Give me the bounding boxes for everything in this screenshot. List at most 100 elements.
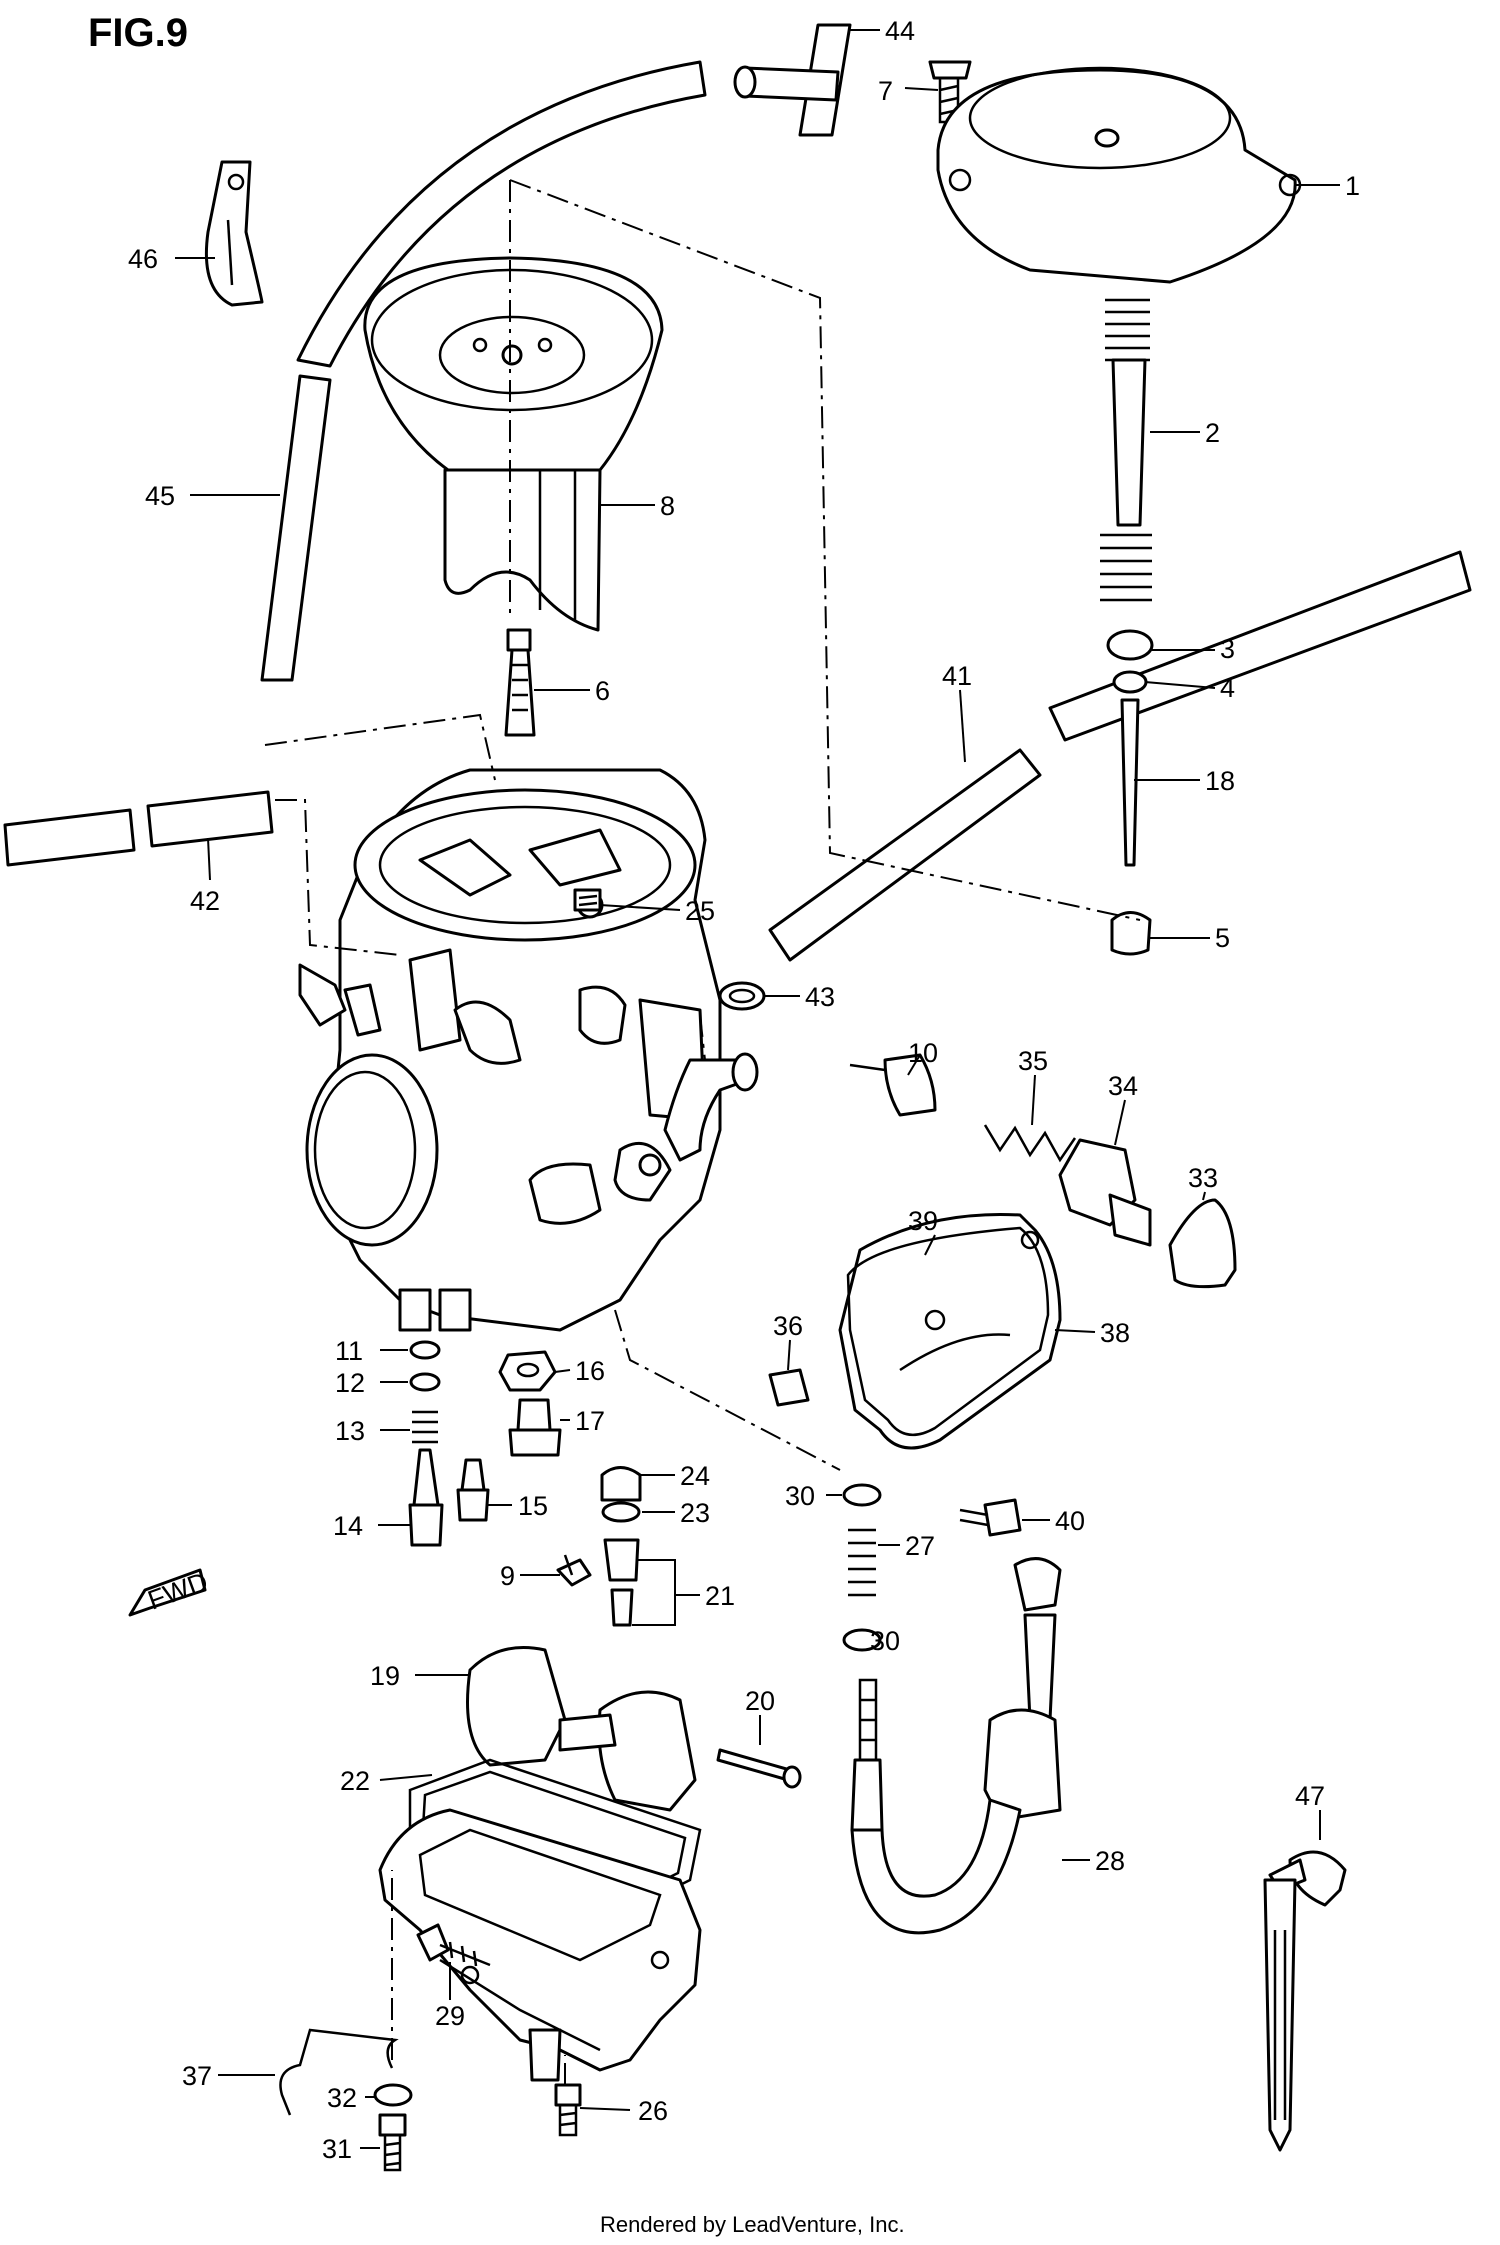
callout-5: 5 xyxy=(1215,923,1230,953)
washer-11-icon xyxy=(409,1340,441,1360)
callout-16: 16 xyxy=(575,1356,605,1386)
callout-39: 39 xyxy=(908,1206,938,1236)
callout-35: 35 xyxy=(1018,1046,1048,1076)
callout-44: 44 xyxy=(885,16,915,46)
callout-27: 27 xyxy=(905,1531,935,1561)
callout-43: 43 xyxy=(805,982,835,1012)
tee-fitting-44-icon xyxy=(733,23,852,137)
callout-42: 42 xyxy=(190,886,220,916)
callout-21: 21 xyxy=(705,1581,735,1611)
callout-labels: 44 7 1 46 2 45 8 3 4 6 18 41 42 25 5 43 … xyxy=(128,16,1360,2164)
jet-21-icon xyxy=(603,1538,640,1627)
clip-4-icon xyxy=(1112,670,1148,694)
callout-32: 32 xyxy=(327,2083,357,2113)
callout-10: 10 xyxy=(908,1038,938,1068)
callout-3: 3 xyxy=(1220,634,1235,664)
callout-46: 46 xyxy=(128,244,158,274)
intake-bell-icon xyxy=(305,1053,472,1332)
oring-43-icon xyxy=(718,981,766,1011)
hose-45-icon xyxy=(260,60,707,682)
float-19-icon xyxy=(466,1646,697,1812)
screw-40-icon xyxy=(959,1498,1022,1537)
float-bowl-icon xyxy=(378,1808,702,2082)
jet-15-icon xyxy=(456,1458,490,1522)
callout-33: 33 xyxy=(1188,1163,1218,1193)
jet-17-icon xyxy=(508,1398,562,1457)
callout-45: 45 xyxy=(145,481,175,511)
footer-credit: Rendered by LeadVenture, Inc. xyxy=(600,2212,905,2237)
callout-13: 13 xyxy=(335,1416,365,1446)
holder-5-icon xyxy=(1110,911,1152,956)
plug-36-icon xyxy=(768,1368,810,1407)
hose-41-icon xyxy=(768,550,1472,962)
screw-9-icon xyxy=(556,1554,592,1587)
callout-14: 14 xyxy=(333,1511,363,1541)
figure-title: FIG.9 xyxy=(88,11,188,55)
callout-37: 37 xyxy=(182,2061,212,2091)
screw-29-icon xyxy=(416,1923,491,1967)
callout-30-upper: 30 xyxy=(785,1481,815,1511)
callout-15: 15 xyxy=(518,1491,548,1521)
callout-7: 7 xyxy=(878,76,893,106)
plunger-10-icon xyxy=(849,1053,937,1117)
needle-18-icon xyxy=(1120,698,1140,867)
callout-22: 22 xyxy=(340,1766,370,1796)
callout-12: 12 xyxy=(335,1368,365,1398)
callout-23: 23 xyxy=(680,1498,710,1528)
nut-34-icon xyxy=(1058,1138,1152,1247)
callout-18: 18 xyxy=(1205,766,1235,796)
callout-29: 29 xyxy=(435,2001,465,2031)
screw-26-icon xyxy=(554,2083,582,2137)
callout-30-lower: 30 xyxy=(870,1626,900,1656)
callout-41: 41 xyxy=(942,661,972,691)
callout-28: 28 xyxy=(1095,1846,1125,1876)
callout-2: 2 xyxy=(1205,418,1220,448)
fwd-arrow-icon: FWD xyxy=(128,1566,212,1617)
callout-20: 20 xyxy=(745,1686,775,1716)
bracket-46-icon xyxy=(204,160,264,307)
callout-36: 36 xyxy=(773,1311,803,1341)
callout-1: 1 xyxy=(1345,171,1360,201)
nut-16-icon xyxy=(498,1350,557,1392)
spring-35-icon xyxy=(983,1124,1077,1163)
callout-34: 34 xyxy=(1108,1071,1138,1101)
callout-40: 40 xyxy=(1055,1506,1085,1536)
hose-42-icon xyxy=(3,790,274,867)
screw-31-icon xyxy=(378,2113,407,2172)
spring-2-icon xyxy=(1100,298,1152,602)
washer-12-icon xyxy=(409,1372,441,1392)
callout-26: 26 xyxy=(638,2096,668,2126)
washer-30-lower-icon xyxy=(842,1628,882,1652)
spring-27-icon xyxy=(848,1528,876,1597)
alignment-lines xyxy=(264,179,1141,2085)
callout-8: 8 xyxy=(660,491,675,521)
screw-25-icon xyxy=(573,888,602,912)
callout-6: 6 xyxy=(595,676,610,706)
washer-30-upper-icon xyxy=(842,1483,882,1507)
callout-4: 4 xyxy=(1220,673,1235,703)
washer-32-icon xyxy=(373,2083,413,2107)
pin-20-icon xyxy=(716,1748,802,1789)
needle-jet-6-icon xyxy=(504,628,536,737)
top-cap-1-icon xyxy=(936,66,1302,284)
spring-13-icon xyxy=(412,1410,438,1444)
callout-11: 11 xyxy=(335,1336,363,1366)
washer-3-icon xyxy=(1106,629,1154,661)
leader-lines xyxy=(175,29,1340,2149)
callout-31: 31 xyxy=(322,2134,352,2164)
drain-tube-47-icon xyxy=(1263,1850,1347,2152)
oring-23-icon xyxy=(601,1501,641,1523)
diaphragm-piston-8-icon xyxy=(363,256,664,632)
choke-cable-28-icon xyxy=(850,1557,1062,1935)
cap-24-icon xyxy=(600,1466,642,1502)
screw-14-icon xyxy=(408,1448,444,1547)
wire-37-icon xyxy=(279,2028,399,2116)
callout-24: 24 xyxy=(680,1461,710,1491)
callout-25: 25 xyxy=(685,896,715,926)
callout-38: 38 xyxy=(1100,1318,1130,1348)
cap-33-icon xyxy=(1168,1198,1237,1289)
fwd-arrow-label: FWD xyxy=(144,1566,212,1615)
callout-9: 9 xyxy=(500,1561,515,1591)
